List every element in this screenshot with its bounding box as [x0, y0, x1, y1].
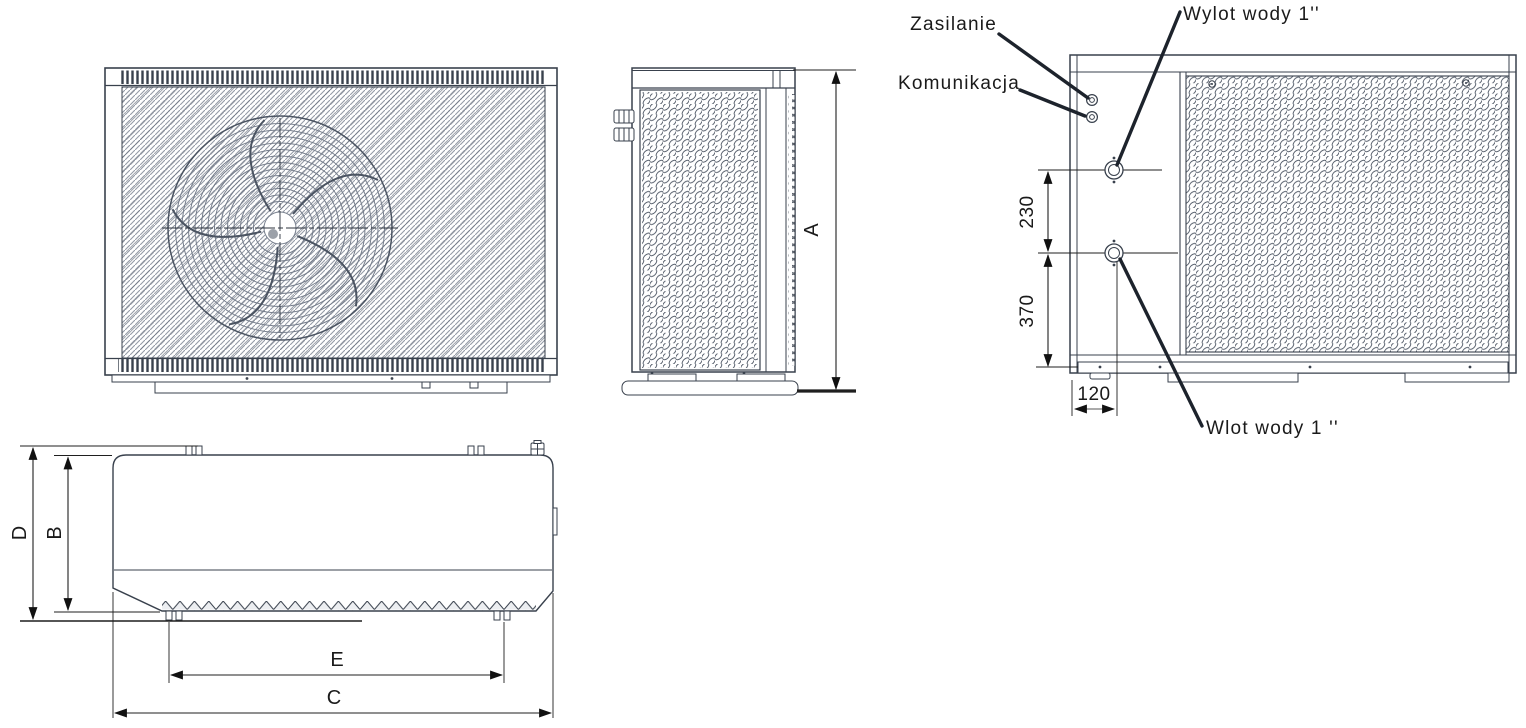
dimension-370 [1036, 253, 1078, 368]
side-cable-glands [613, 109, 635, 142]
side-view [613, 67, 856, 396]
water-inlet-leader [1118, 257, 1204, 428]
front-view [104, 67, 558, 394]
side-grille-scalloped-edge [788, 94, 795, 366]
dimension-label-C: C [327, 687, 341, 709]
power-gland [1085, 93, 1098, 106]
dimension-120 [1071, 262, 1118, 416]
dimension-value-370: 370 [1017, 294, 1038, 327]
side-base [621, 371, 799, 396]
power-label: Zasilanie [910, 14, 997, 35]
front-coil-panel [121, 86, 546, 359]
fan-grille [162, 115, 398, 341]
water-outlet-label: Wylot wody 1'' [1183, 4, 1320, 25]
water-inlet-label: Wlot wody 1 '' [1206, 418, 1339, 439]
back-grille [1185, 75, 1510, 353]
dimension-label-A: A [801, 223, 823, 237]
side-cabinet-outline [631, 67, 796, 373]
water-outlet-leader [1115, 10, 1182, 167]
dimension-A [793, 69, 856, 393]
water-inlet-connection [1104, 239, 1124, 267]
back-view [997, 10, 1517, 428]
dimension-label-B: B [44, 526, 66, 539]
communication-label: Komunikacja [898, 73, 1020, 94]
front-base [111, 374, 551, 394]
side-perforated-panel [639, 89, 761, 371]
dimension-B [54, 455, 160, 613]
back-base [1070, 354, 1516, 383]
top-view-tabs [165, 445, 511, 621]
dimension-label-E: E [330, 649, 343, 671]
power-leader [997, 32, 1090, 100]
dimension-C [112, 592, 554, 718]
top-view-grille-zigzag [162, 601, 536, 611]
top-view-outline [112, 454, 554, 612]
dimension-E [168, 622, 505, 683]
leader-lines [997, 10, 1204, 428]
top-view [20, 440, 558, 718]
top-view-gland [530, 440, 545, 456]
communication-leader [1018, 88, 1087, 118]
front-bottom-vent-band [118, 359, 545, 372]
dimension-value-230: 230 [1017, 195, 1038, 228]
front-top-vent-band [120, 70, 545, 84]
dimension-D [20, 445, 362, 622]
communication-gland [1085, 110, 1098, 123]
dimension-label-D: D [9, 526, 31, 540]
top-view-side-bump [552, 507, 558, 536]
dimension-value-120: 120 [1077, 384, 1110, 405]
